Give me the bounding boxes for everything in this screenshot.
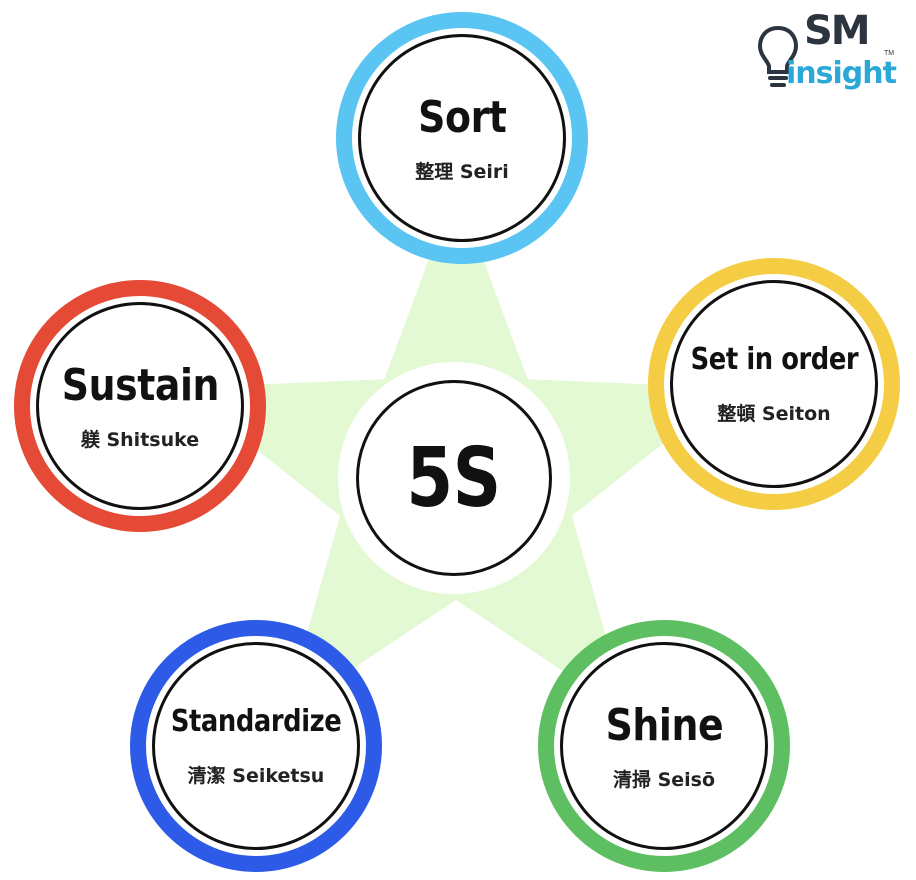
node-center-5s: 5S	[338, 362, 570, 594]
node-title-set-in-order: Set in order	[690, 342, 858, 377]
node-subtitle-sustain: 躾 Shitsuke	[80, 429, 200, 451]
center-title: 5S	[406, 430, 502, 526]
lightbulb-icon	[758, 25, 798, 87]
node-standardize: Standardize 清潔 Seiketsu	[130, 620, 382, 872]
logo-sm-text: SM	[804, 8, 871, 54]
logo-insight-text: insight	[786, 56, 897, 91]
node-sustain: Sustain 躾 Shitsuke	[14, 280, 266, 532]
node-title-standardize: Standardize	[170, 704, 342, 739]
node-set-in-order: Set in order 整頓 Seiton	[648, 258, 900, 510]
node-subtitle-shine: 清掃 Seisō	[612, 769, 716, 791]
node-ring	[358, 34, 566, 242]
logo-trademark: TM	[884, 50, 895, 57]
center-ring	[356, 380, 552, 576]
node-ring	[560, 642, 768, 850]
node-ring	[670, 280, 878, 488]
node-subtitle-set-in-order: 整頓 Seiton	[717, 403, 831, 425]
node-sort: Sort 整理 Seiri	[336, 12, 588, 264]
node-shine: Shine 清掃 Seisō	[538, 620, 790, 872]
node-subtitle-sort: 整理 Seiri	[415, 161, 509, 183]
node-title-shine: Shine	[605, 700, 723, 751]
node-title-sort: Sort	[417, 92, 507, 143]
node-ring	[152, 642, 360, 850]
node-subtitle-standardize: 清潔 Seiketsu	[187, 765, 325, 787]
node-ring	[36, 302, 244, 510]
node-title-sustain: Sustain	[61, 360, 219, 411]
sm-insight-logo: SM TM insight	[758, 8, 900, 100]
